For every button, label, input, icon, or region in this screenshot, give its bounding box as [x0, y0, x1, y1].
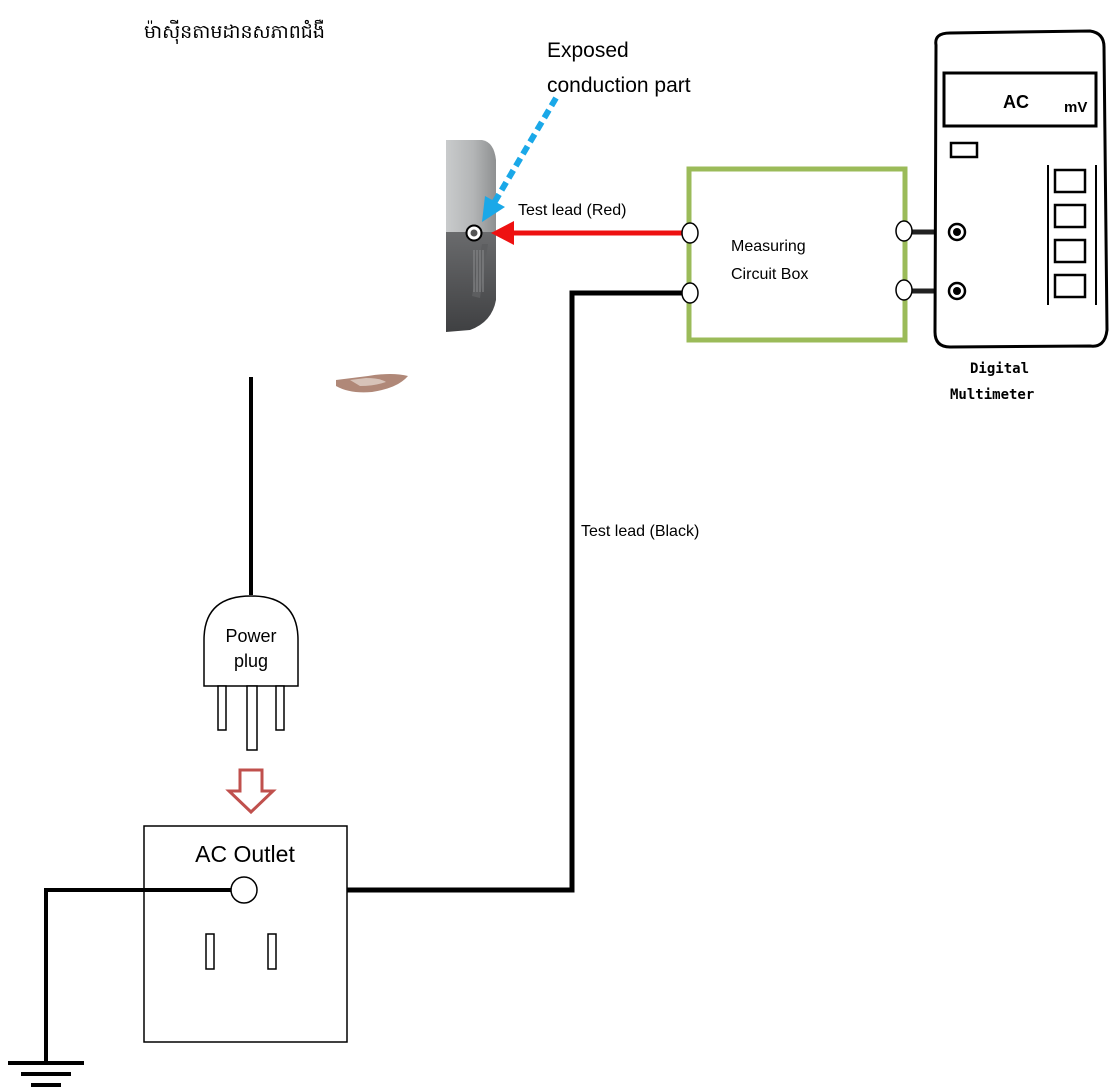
- multimeter-mode: AC: [1003, 92, 1029, 112]
- circuit-box-label-line2: Circuit Box: [731, 266, 808, 283]
- black-test-lead: [255, 293, 682, 901]
- power-plug-icon: [204, 596, 298, 750]
- box-output-terminal-2: [896, 280, 912, 300]
- power-plug-label-line2: plug: [234, 651, 268, 671]
- monitor-device-photo: [336, 140, 496, 392]
- ac-outlet-label: AC Outlet: [195, 841, 295, 867]
- exposed-part-label-line2: conduction part: [547, 74, 691, 97]
- box-terminal-black: [682, 283, 698, 303]
- box-output-terminal-1: [896, 221, 912, 241]
- outlet-ground-hole: [231, 877, 257, 903]
- multimeter-unit: mV: [1064, 99, 1087, 116]
- device-title: ម៉ាស៊ីនតាមដានសភាពជំងឺ: [144, 19, 325, 45]
- red-lead-label: Test lead (Red): [518, 202, 627, 219]
- exposed-part-label-line1: Exposed: [547, 39, 629, 62]
- exposed-terminal-icon: [467, 226, 482, 241]
- power-plug-label-line1: Power: [225, 626, 276, 646]
- digital-multimeter: [935, 31, 1107, 347]
- multimeter-caption-line1: Digital: [970, 361, 1029, 377]
- circuit-box-label-line1: Measuring: [731, 238, 806, 255]
- box-terminal-red: [682, 223, 698, 243]
- multimeter-caption-line2: Multimeter: [950, 387, 1034, 403]
- red-test-lead: [491, 221, 688, 245]
- outlet-slot-left: [206, 934, 214, 969]
- insert-arrow-icon: [229, 770, 273, 812]
- black-lead-label: Test lead (Black): [581, 523, 699, 540]
- ground-symbol-icon: [8, 1063, 84, 1085]
- outlet-slot-right: [268, 934, 276, 969]
- multimeter-small-button: [951, 143, 977, 157]
